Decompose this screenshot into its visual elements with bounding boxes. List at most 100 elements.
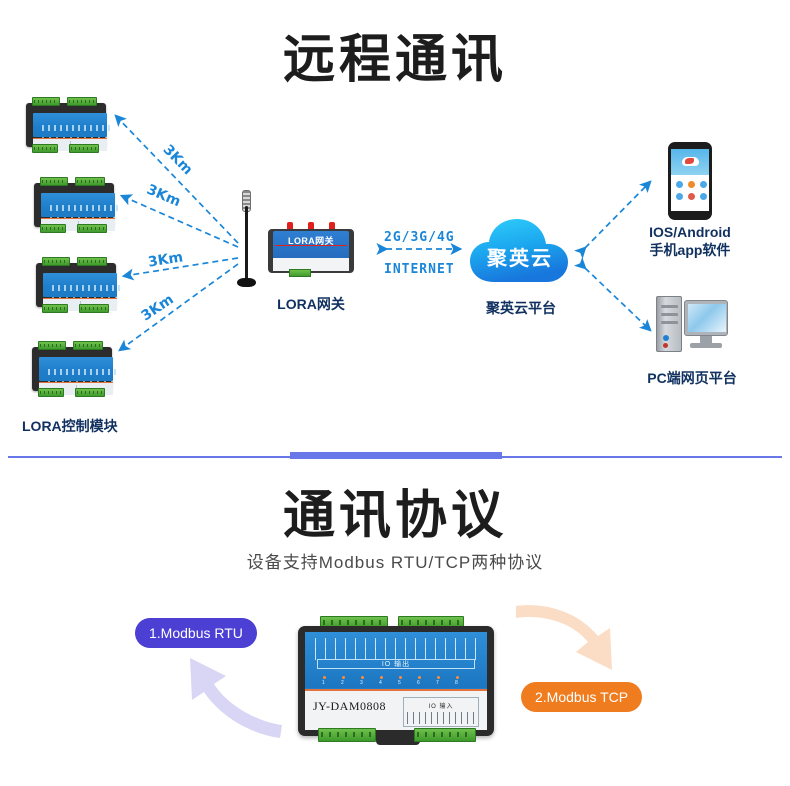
pc-drive-slot	[661, 305, 678, 308]
cloud-inner-text: 聚英云	[487, 248, 553, 270]
modbus-rtu-arrow-icon	[190, 658, 282, 738]
terminal-top-left	[40, 177, 68, 186]
pc-monitor-neck	[700, 336, 712, 344]
terminal-bottom-left	[38, 388, 64, 397]
terminal-bottom-left	[32, 144, 58, 153]
device-terminal-bottom-right	[414, 728, 476, 742]
terminal-bottom-left	[40, 224, 66, 233]
mobile-phone-graphic	[668, 142, 712, 220]
device-lower-panel: JY-DAM0808 IO 输入	[305, 689, 487, 730]
pc-monitor-foot	[690, 343, 722, 348]
protocol-section-subtitle: 设备支持Modbus RTU/TCP两种协议	[246, 553, 544, 572]
terminal-top-right	[73, 341, 103, 350]
device-led	[399, 676, 402, 679]
device-led-number: 1	[322, 680, 325, 686]
pc-drive-slot	[661, 313, 678, 316]
device-io-input-block: IO 输入	[403, 697, 479, 727]
pc-power-button	[663, 335, 669, 341]
module-body	[26, 103, 112, 151]
device-led	[342, 676, 345, 679]
device-led-number: 2	[341, 680, 344, 686]
terminal-top-left	[42, 257, 70, 266]
device-model-label: JY-DAM0808	[313, 699, 387, 713]
device-pin-row-1	[315, 638, 477, 650]
module-pin-row-top	[50, 205, 120, 211]
gateway-antenna-nub-3	[329, 222, 335, 232]
terminal-top-left	[32, 97, 60, 106]
module-body	[36, 263, 122, 311]
device-din-clip	[376, 733, 420, 745]
phone-logo-icon	[685, 158, 694, 164]
terminal-bottom-right	[79, 304, 109, 313]
app-icon	[676, 193, 683, 200]
module-pcb-top	[43, 273, 122, 302]
device-io-input-pins	[407, 712, 477, 724]
terminal-bottom-right	[69, 144, 99, 153]
device-io-output-label: IO 输出	[317, 659, 475, 669]
modbus-rtu-pill[interactable]: 1.Modbus RTU	[135, 618, 257, 648]
distance-label-1: 3Km	[159, 141, 196, 179]
pc-tower	[656, 296, 682, 352]
terminal-top-right	[77, 257, 107, 266]
lora-gateway-device: LORA网关	[265, 219, 357, 279]
distance-label-3: 3Km	[146, 249, 185, 271]
gateway-accent-line	[275, 245, 347, 246]
modbus-tcp-arrow-icon	[516, 605, 612, 670]
modbus-tcp-pill[interactable]: 2.Modbus TCP	[521, 682, 643, 712]
device-led-strip: 1 2 3 4 5 6 7 8	[319, 676, 475, 686]
app-icon	[700, 181, 707, 188]
module-body	[34, 183, 120, 231]
distance-label-2: 3Km	[144, 181, 183, 211]
gateway-antenna-nub-1	[287, 222, 293, 232]
device-led-number: 7	[436, 680, 439, 686]
terminal-bottom-left	[42, 304, 68, 313]
dam0808-device: IO 输出 1 2 3 4 5 6 7 8	[288, 608, 504, 753]
cloud-platform-label: 聚英云平台	[486, 300, 556, 316]
pc-reset-button	[663, 343, 668, 348]
terminal-bottom-right	[77, 224, 107, 233]
app-icon	[700, 193, 707, 200]
phone-app-grid	[671, 175, 709, 206]
device-terminal-bottom-left	[318, 728, 376, 742]
gateway-label: LORA网关	[277, 296, 345, 312]
antenna-rod	[245, 206, 248, 282]
terminal-bottom-right	[75, 388, 105, 397]
device-led-number: 6	[417, 680, 420, 686]
pc-platform-label: PC端网页平台	[647, 370, 737, 386]
module-pcb-top	[41, 193, 120, 222]
terminal-top-right	[75, 177, 105, 186]
lora-modules-label: LORA控制模块	[22, 418, 118, 434]
device-led	[456, 676, 459, 679]
device-led	[361, 676, 364, 679]
lora-module-2	[30, 176, 120, 234]
app-icon	[688, 181, 695, 188]
phone-app-label-line2: 手机app软件	[649, 242, 731, 258]
phone-app-label-line1: IOS/Android	[649, 224, 731, 240]
module-pin-row-top	[42, 125, 112, 131]
gateway-terminal-port	[289, 269, 311, 277]
module-pcb-top	[33, 113, 112, 142]
pc-monitor	[684, 300, 728, 336]
gateway-lower-panel	[273, 258, 349, 271]
device-io-input-label: IO 输入	[428, 704, 454, 710]
remote-section-title: 远程通讯	[282, 31, 507, 89]
terminal-top-right	[67, 97, 97, 106]
lora-module-1	[22, 96, 112, 154]
app-icon	[688, 193, 695, 200]
device-top-panel: IO 输出 1 2 3 4 5 6 7 8	[305, 632, 487, 688]
app-icon	[676, 181, 683, 188]
gateway-antenna-nub-2	[308, 222, 314, 232]
device-led	[323, 676, 326, 679]
antenna-base	[237, 278, 256, 287]
device-led-number: 4	[379, 680, 382, 686]
module-body	[32, 347, 118, 395]
device-led	[380, 676, 383, 679]
device-pin-row-2	[315, 648, 477, 660]
device-led	[437, 676, 440, 679]
module-pcb-top	[39, 357, 118, 386]
device-led	[418, 676, 421, 679]
internet-label: INTERNET	[384, 262, 455, 277]
gateway-device-text: LORA网关	[288, 236, 334, 246]
device-led-number: 3	[360, 680, 363, 686]
